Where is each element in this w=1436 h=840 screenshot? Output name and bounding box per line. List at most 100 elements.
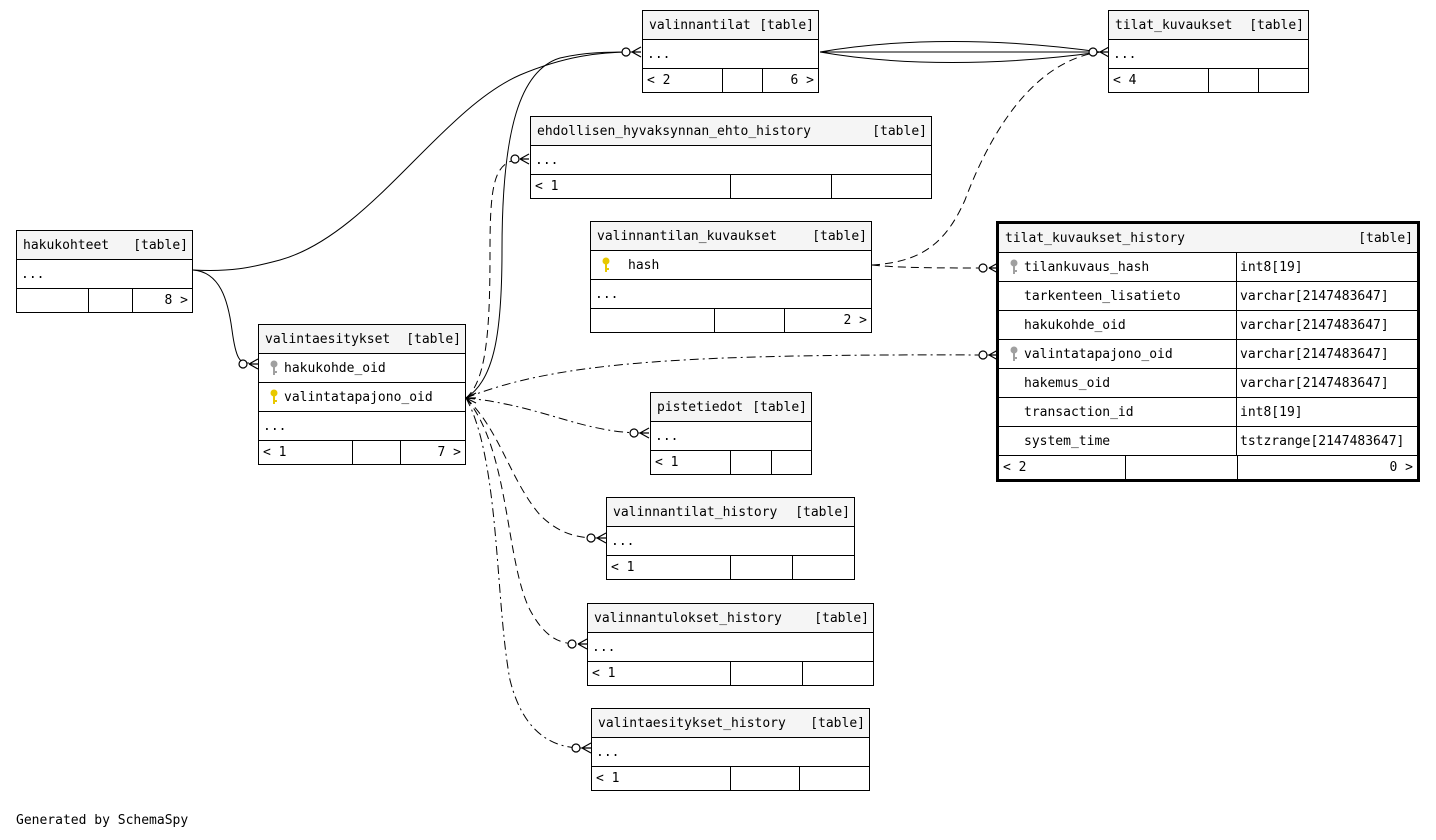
table-footer: < 1 [607,556,854,579]
table-header: valintaesitykset [table] [259,325,465,354]
table-footer: 8 > [17,289,192,312]
parents-count[interactable]: < 1 [592,666,616,681]
marker-valinnantulokset-history [567,639,577,649]
children-count[interactable] [799,767,869,790]
table-tag: [table] [759,17,814,33]
column-name: hakukohde_oid [1024,317,1126,333]
columns-count [714,309,784,332]
column-name: valintatapajono_oid [284,389,433,405]
column-name: system_time [1024,433,1111,449]
table-tag: [table] [752,399,807,415]
table-header: pistetiedot [table] [651,393,811,422]
ellipsis-row: ... [17,260,192,289]
children-count[interactable]: 2 > [784,309,871,332]
table-footer: < 1 [592,767,869,790]
table-valintaesitykset[interactable]: valintaesitykset [table] hakukohde_oid v… [258,324,466,465]
table-header: valintaesitykset_history [table] [592,709,869,738]
table-tag: [table] [814,610,869,626]
relation-valinnantilat-tilat-kuvaukset-bottom [819,51,1101,63]
table-footer: < 1 [531,175,931,198]
column-type: varchar[2147483647] [1236,340,1417,368]
children-count[interactable] [831,175,931,198]
marker-valintaesitykset-source [465,392,477,404]
table-tag: [table] [812,228,867,244]
primary-key-icon [263,389,284,405]
table-tag: [table] [872,123,927,139]
column-type: int8[19] [1236,253,1417,281]
parents-count[interactable]: < 1 [655,455,679,470]
foreign-key-icon [1003,259,1024,275]
columns-count [352,441,400,464]
parents-count[interactable]: < 2 [647,73,671,88]
parents-count[interactable] [17,289,88,312]
column-type: varchar[2147483647] [1236,369,1417,397]
table-pistetiedot[interactable]: pistetiedot [table] ... < 1 [650,392,812,475]
children-count[interactable] [802,662,873,685]
marker-history-hash [978,263,988,273]
column-row: transaction_id int8[19] [999,398,1417,427]
table-name: valinnantilat [649,17,751,33]
columns-count [722,69,762,92]
relation-valintaesitykset-valinnantilat-history [465,397,598,539]
column-row-valintatapajono-oid: valintatapajono_oid [259,383,465,412]
columns-count [730,175,831,198]
column-type: int8[19] [1236,398,1417,426]
column-name: hash [628,257,660,273]
parents-count[interactable]: < 2 [1003,460,1027,475]
children-count[interactable]: 6 > [762,69,818,92]
relation-valintaesitykset-valinnantulokset-history [465,397,579,645]
column-row: hakukohde_oid varchar[2147483647] [999,311,1417,340]
table-hakukohteet[interactable]: hakukohteet [table] ... 8 > [16,230,193,313]
table-valinnantulokset-history[interactable]: valinnantulokset_history [table] ... < 1 [587,603,874,686]
columns-count [730,556,792,579]
relation-valinnantilan-kuvaukset-history [871,264,991,269]
children-count[interactable] [1258,69,1308,92]
table-tag: [table] [1358,230,1413,246]
table-header: tilat_kuvaukset_history [table] [999,224,1417,253]
table-footer: < 1 7 > [259,441,465,464]
marker-ehto-history [510,154,520,164]
children-count[interactable]: 0 > [1237,456,1417,479]
parents-count[interactable] [591,309,714,332]
table-tag: [table] [406,331,461,347]
column-name: hakukohde_oid [284,360,386,376]
table-header: ehdollisen_hyvaksynnan_ehto_history [tab… [531,117,931,146]
parents-count[interactable]: < 1 [596,771,620,786]
parents-count[interactable]: < 1 [611,560,635,575]
table-name: ehdollisen_hyvaksynnan_ehto_history [537,123,811,139]
ellipsis-row: ... [592,738,869,767]
children-count[interactable]: 7 > [400,441,465,464]
table-footer: < 2 6 > [643,69,818,92]
table-valinnantilat[interactable]: valinnantilat [table] ... < 2 6 > [642,10,819,93]
table-footer: < 4 [1109,69,1308,92]
table-valintaesitykset-history[interactable]: valintaesitykset_history [table] ... < 1 [591,708,870,791]
marker-history-jono [978,350,988,360]
table-name: valinnantilan_kuvaukset [597,228,778,244]
table-name: valintaesitykset_history [598,715,786,731]
table-valinnantilan-kuvaukset[interactable]: valinnantilan_kuvaukset [table] hash ...… [590,221,872,333]
column-row-hash: hash [591,251,871,280]
parents-count[interactable]: < 1 [535,179,559,194]
primary-key-icon [595,257,616,273]
children-count[interactable]: 8 > [132,289,192,312]
ellipsis-row: ... [1109,40,1308,69]
column-type: tstzrange[2147483647] [1236,427,1417,455]
children-count[interactable] [792,556,854,579]
marker-pistetiedot [629,428,639,438]
table-tilat-kuvaukset-history[interactable]: tilat_kuvaukset_history [table] tilankuv… [996,221,1420,482]
table-name: tilat_kuvaukset [1115,17,1233,33]
columns-count [88,289,132,312]
table-valinnantilat-history[interactable]: valinnantilat_history [table] ... < 1 [606,497,855,580]
parents-count[interactable]: < 4 [1113,73,1137,88]
column-type: varchar[2147483647] [1236,311,1417,339]
column-name: transaction_id [1024,404,1134,420]
table-header: valinnantilat_history [table] [607,498,854,527]
table-tilat-kuvaukset[interactable]: tilat_kuvaukset [table] ... < 4 [1108,10,1309,93]
table-ehdollisen-hyvaksynnan-ehto-history[interactable]: ehdollisen_hyvaksynnan_ehto_history [tab… [530,116,932,199]
children-count[interactable] [771,451,811,474]
parents-count[interactable]: < 1 [263,445,287,460]
columns-count [730,767,799,790]
column-name: tilankuvaus_hash [1024,259,1150,275]
table-name: tilat_kuvaukset_history [1005,230,1186,246]
